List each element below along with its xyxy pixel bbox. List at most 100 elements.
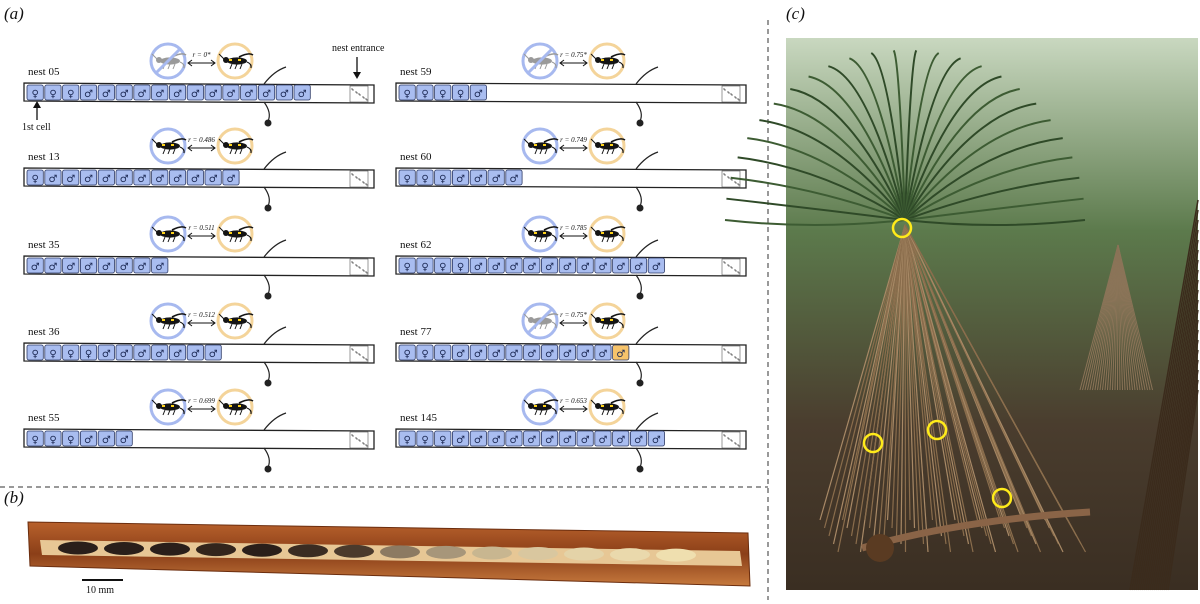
brood-cell [434, 344, 452, 361]
wasp-marking [229, 319, 232, 321]
brood-cell [186, 169, 204, 186]
pith-dot [359, 94, 361, 96]
female-symbol: ♀ [49, 435, 56, 446]
nest-location-circle [862, 432, 884, 454]
pith-dot [359, 440, 361, 442]
pith-dot [724, 262, 726, 264]
panel-label-b: (b) [4, 488, 24, 507]
pith-dot [730, 266, 732, 268]
panel-b-photo [27, 521, 751, 587]
wasp-wing [610, 53, 626, 58]
pith-dot [734, 356, 736, 358]
male-symbol: ♂ [227, 89, 236, 100]
dead-frond-stem [886, 224, 906, 521]
brood-cell [451, 257, 470, 274]
pith-dot [734, 96, 736, 98]
wasp-marking [238, 144, 241, 146]
male-symbol: ♂ [456, 435, 465, 446]
branch-stub [263, 186, 270, 207]
pith-dot [362, 269, 364, 271]
node-dot [264, 204, 272, 212]
wasp-abdomen-tip [551, 146, 557, 154]
brood-cell [240, 84, 258, 101]
wasp-leg [544, 409, 548, 416]
brood-cell [576, 344, 594, 361]
twig-brood-cell [196, 543, 236, 557]
wasp-wing [171, 226, 187, 231]
brood-cell [44, 84, 62, 101]
wasp-head [595, 142, 601, 148]
wasp-head [528, 142, 534, 148]
male-symbol: ♂ [120, 89, 129, 100]
fern-frond [904, 57, 962, 221]
male-symbol: ♂ [581, 349, 590, 360]
pith-dot [365, 183, 367, 185]
pith-dot [358, 93, 360, 95]
pith-dot [356, 352, 358, 354]
brood-cell [222, 169, 240, 186]
pith-dot [723, 434, 725, 436]
male-symbol: ♂ [191, 89, 200, 100]
brood-cell [80, 169, 98, 186]
dead-frond-stem [904, 224, 916, 529]
pith-dot [737, 183, 739, 185]
male-symbol: ♂ [545, 349, 554, 360]
male-symbol: ♂ [298, 89, 307, 100]
wasp-leg [167, 63, 171, 70]
foreground-frond [1157, 339, 1199, 591]
male-symbol: ♂ [492, 174, 501, 185]
wasp-leg [167, 236, 171, 243]
male-symbol: ♂ [280, 89, 289, 100]
pith-dot [730, 353, 732, 355]
brood-cell [576, 430, 594, 447]
fern-frond [904, 176, 1080, 221]
brood-cell [541, 430, 559, 447]
brood-cell [523, 344, 541, 361]
foreground-frond [1163, 369, 1199, 591]
dead-frond-stem [895, 224, 906, 537]
brood-cell [293, 84, 311, 101]
male-symbol: ♂ [616, 435, 625, 446]
wasp-abdomen-tip [179, 61, 185, 69]
wasp-abdomen-tip [551, 321, 557, 329]
pith-dot [355, 176, 357, 178]
brood-cell [594, 344, 612, 361]
pith-dot [355, 91, 357, 93]
male-symbol: ♂ [510, 435, 519, 446]
nest-entrance-label: nest entrance [332, 43, 385, 54]
arrow-head-right [210, 319, 216, 327]
wasp-wing [610, 313, 626, 318]
dead-frond-stem [819, 224, 906, 521]
male-symbol: ♂ [599, 349, 608, 360]
male-symbol: ♂ [102, 89, 111, 100]
wasp-leg [167, 409, 171, 416]
brood-cell [630, 257, 648, 274]
female-symbol: ♀ [439, 349, 446, 360]
brood-cell [115, 84, 133, 101]
node-dot [264, 292, 272, 300]
brood-cell [505, 257, 523, 274]
foreground-frond [1143, 269, 1199, 591]
fern-frond [892, 49, 906, 221]
dead-frond-stem [904, 224, 1064, 553]
pith-dot [737, 271, 739, 273]
pith-dot [366, 445, 368, 447]
pith-dot [728, 352, 730, 354]
wasp-head [528, 317, 534, 323]
wasp-leg [162, 409, 166, 416]
branch-stub [635, 186, 642, 207]
nest-location-circle [926, 419, 948, 441]
brood-cell [416, 84, 434, 101]
pith-dot [728, 177, 730, 179]
wasp-marking [171, 319, 174, 321]
arrow-head-left [559, 59, 565, 67]
branch-stub [263, 274, 270, 295]
brood-cell [558, 257, 576, 274]
wasp-marking [162, 144, 165, 146]
male-symbol: ♂ [474, 349, 483, 360]
brood-cell [168, 344, 187, 361]
pith-dot [738, 99, 740, 101]
foreground-frond [1137, 239, 1199, 591]
fern-frond [904, 52, 940, 221]
